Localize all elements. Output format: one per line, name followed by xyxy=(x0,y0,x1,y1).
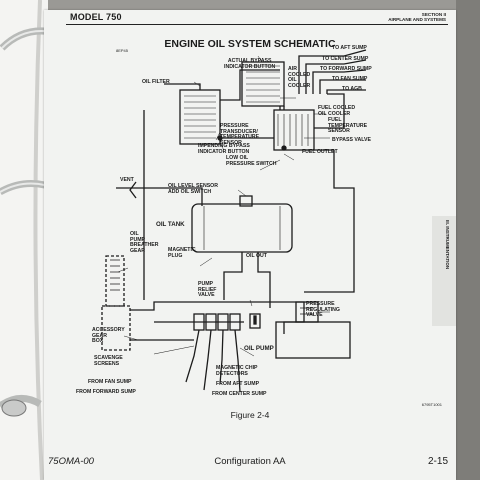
label-pump-relief-valve: PUMP RELIEF VALVE xyxy=(198,281,217,299)
label-fuel-outlet: FUEL OUTLET xyxy=(302,149,338,155)
label-air-cooled-line3: OIL xyxy=(288,77,297,84)
label-actual-bypass-line1: ACTUAL BYPASS xyxy=(227,58,272,64)
label-magnetic-plug-line2: PLUG xyxy=(168,252,183,259)
label-fuel-temp-line2: TEMPERATURE xyxy=(328,122,368,129)
label-impending-bypass-line1: IMPENDING BYPASS xyxy=(198,143,250,149)
label-chip-line2: DETECTORS xyxy=(216,370,248,377)
label-low-oil-pressure-switch: LOW OIL PRESSURE SWITCH xyxy=(226,155,277,167)
label-pump-relief-line1: PUMP xyxy=(198,281,213,287)
footer-configuration: Configuration AA xyxy=(214,456,286,467)
label-pressure-transducer-line3: TEMPERATURE xyxy=(220,134,260,141)
header-model: MODEL 750 xyxy=(70,12,122,22)
oil-system-schematic xyxy=(101,49,367,393)
header-section: SECTION II AIRPLANE AND SYSTEMS xyxy=(388,12,446,22)
label-pump-relief-line3: VALVE xyxy=(198,292,215,299)
label-air-cooled-oil-cooler: AIR COOLED OIL COOLER xyxy=(288,66,311,89)
label-from-aft-sump: FROM AFT SUMP xyxy=(216,381,260,387)
label-actual-bypass-line2: INDICATOR BUTTON xyxy=(224,63,276,70)
pump-relief-valve xyxy=(249,313,261,329)
label-from-fan-sump: FROM FAN SUMP xyxy=(88,379,132,385)
label-scavenge-screens: SCAVENGE SCREENS xyxy=(94,355,123,367)
figure-caption: Figure 2-4 xyxy=(230,410,270,420)
label-breather-line2: PUMP xyxy=(130,236,145,243)
label-accessory-line2: GEAR xyxy=(92,332,107,339)
label-fuel-cooled-line2: OIL COOLER xyxy=(318,110,351,117)
label-oil-level-sensor: OIL LEVEL SENSOR ADD OIL SWITCH xyxy=(168,183,218,195)
label-breather-line3: BREATHER xyxy=(130,242,159,249)
label-air-cooled-line4: COOLER xyxy=(288,82,311,89)
label-accessory-line3: BOX xyxy=(92,338,104,345)
oil-filter xyxy=(179,89,221,145)
side-tab-label: III. INSTRUMENTATION xyxy=(445,220,450,270)
label-oil-level-line1: OIL LEVEL SENSOR xyxy=(168,183,218,189)
label-fuel-cooled-oil-cooler: FUEL COOLED OIL COOLER xyxy=(318,105,356,117)
label-accessory-line1: ACCESSORY xyxy=(92,327,125,333)
label-bypass-valve: BYPASS VALVE xyxy=(332,137,371,143)
label-air-cooled-line2: COOLED xyxy=(288,71,311,78)
side-tab xyxy=(432,216,456,326)
label-pump-relief-line2: RELIEF xyxy=(198,286,217,293)
label-pressure-reg-line2: REGULATING xyxy=(306,306,340,313)
footer-page-number: 2-15 xyxy=(427,456,448,467)
fuel-cooled-oil-cooler xyxy=(273,109,315,151)
label-magnetic-chip-detectors: MAGNETIC CHIP DETECTORS xyxy=(216,365,258,377)
label-oil-filter: OIL FILTER xyxy=(142,79,170,85)
label-pressure-transducer-line2: TRANSDUCER/ xyxy=(220,128,258,135)
label-scavenge-line2: SCREENS xyxy=(94,360,120,367)
label-air-cooled-line1: AIR xyxy=(288,66,297,72)
label-vent: VENT xyxy=(120,177,134,183)
label-breather-line4: GEAR xyxy=(130,247,145,254)
label-pressure-reg-line1: PRESSURE xyxy=(306,301,335,307)
label-chip-line1: MAGNETIC CHIP xyxy=(216,365,258,371)
label-oil-pump: OIL PUMP xyxy=(244,345,274,352)
label-fuel-temp-line1: FUEL xyxy=(328,117,342,123)
label-pressure-transducer: PRESSURE TRANSDUCER/ TEMPERATURE SENSOR xyxy=(220,123,260,146)
label-low-oil-line1: LOW OIL xyxy=(226,155,249,161)
label-breather-line1: OIL xyxy=(130,231,139,237)
oil-pump xyxy=(275,321,351,359)
footer-document-number: 75OMA-00 xyxy=(48,456,94,467)
figure-code: 6795T1001 xyxy=(421,402,442,407)
binder-ring-bottom xyxy=(0,395,42,417)
label-to-fan-sump: TO FAN SUMP xyxy=(332,76,368,82)
label-magnetic-plug: MAGNETIC PLUG xyxy=(168,247,196,259)
label-to-aft-sump: TO AFT SUMP xyxy=(332,45,367,51)
breather-gear xyxy=(105,255,125,307)
header-rule xyxy=(66,24,448,25)
schematic-code: 8EP45 xyxy=(116,48,129,53)
label-impending-bypass: IMPENDING BYPASS INDICATOR BUTTON xyxy=(198,143,250,155)
label-low-oil-line2: PRESSURE SWITCH xyxy=(226,160,277,167)
oil-tank xyxy=(191,203,293,253)
label-pressure-reg-line3: VALVE xyxy=(306,312,323,319)
label-oil-level-line2: ADD OIL SWITCH xyxy=(168,188,212,195)
label-oil-tank: OIL TANK xyxy=(156,221,185,228)
label-fuel-cooled-line1: FUEL COOLED xyxy=(318,105,356,111)
label-pressure-transducer-line4: SENSOR xyxy=(220,139,242,146)
label-magnetic-plug-line1: MAGNETIC xyxy=(168,247,196,253)
header-section-line2: AIRPLANE AND SYSTEMS xyxy=(388,17,446,22)
label-from-forward-sump: FROM FORWARD SUMP xyxy=(76,389,136,395)
header-section-line1: SECTION II xyxy=(421,12,446,17)
manual-page: III. INSTRUMENTATION MODEL 750 SECTION I… xyxy=(44,10,456,480)
label-oil-out: OIL OUT xyxy=(246,253,267,259)
label-accessory-gear-box: ACCESSORY GEAR BOX xyxy=(92,327,125,345)
accessory-gear-box xyxy=(101,305,131,351)
label-scavenge-line1: SCAVENGE xyxy=(94,355,123,361)
label-pressure-regulating-valve: PRESSURE REGULATING VALVE xyxy=(306,301,340,319)
label-to-center-sump: TO CENTER SUMP xyxy=(322,56,369,62)
label-actual-bypass: ACTUAL BYPASS INDICATOR BUTTON xyxy=(224,58,276,70)
schematic-title: ENGINE OIL SYSTEM SCHEMATIC xyxy=(164,38,336,50)
label-from-center-sump: FROM CENTER SUMP xyxy=(212,391,267,397)
label-pressure-transducer-line1: PRESSURE xyxy=(220,123,249,129)
air-cooled-oil-cooler xyxy=(241,61,285,107)
label-fuel-temperature-sensor: FUEL TEMPERATURE SENSOR xyxy=(328,117,368,135)
label-oil-pump-breather-gear: OIL PUMP BREATHER GEAR xyxy=(130,231,159,254)
label-impending-bypass-line2: INDICATOR BUTTON xyxy=(198,148,250,155)
label-to-forward-sump: TO FORWARD SUMP xyxy=(320,66,372,72)
label-fuel-temp-line3: SENSOR xyxy=(328,128,350,135)
label-to-agb: TO AGB xyxy=(342,86,362,92)
